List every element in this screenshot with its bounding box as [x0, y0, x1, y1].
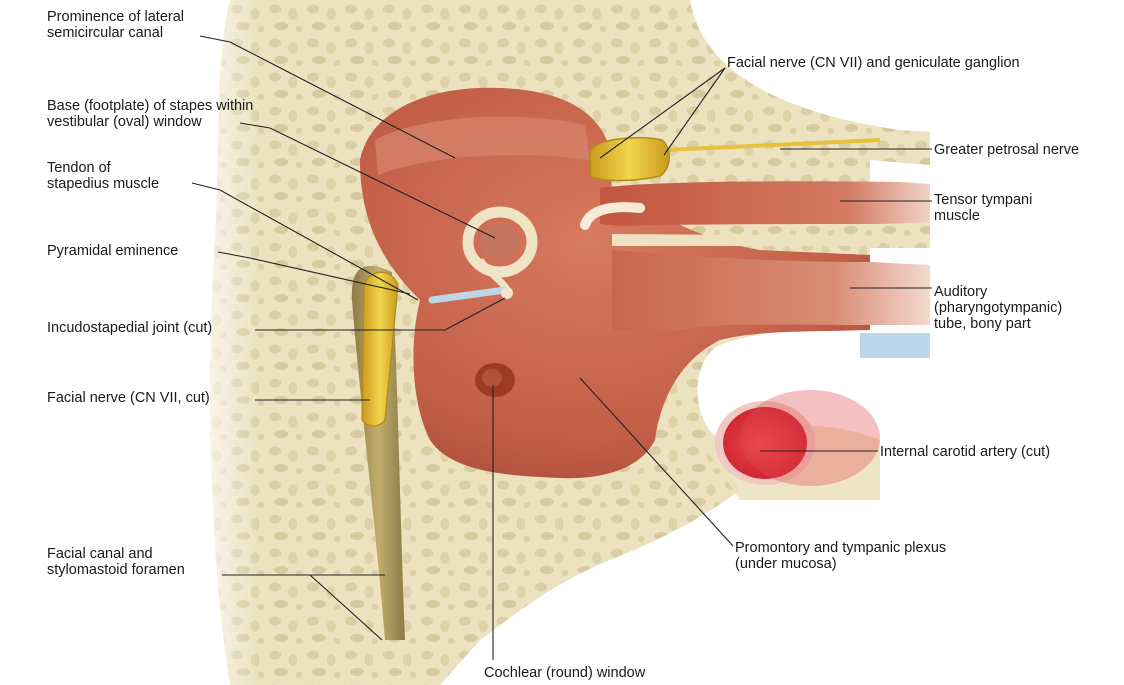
label-tensor-tympani: Tensor tympani muscle [934, 192, 1032, 224]
label-incudostapedial-joint: Incudostapedial joint (cut) [47, 320, 212, 336]
label-promontory: Promontory and tympanic plexus (under mu… [735, 540, 946, 572]
label-greater-petrosal: Greater petrosal nerve [934, 142, 1079, 158]
label-internal-carotid: Internal carotid artery (cut) [880, 444, 1050, 460]
label-facial-geniculate: Facial nerve (CN VII) and geniculate gan… [727, 55, 1020, 71]
auditory-tube [612, 250, 930, 330]
label-stapedius-tendon: Tendon of stapedius muscle [47, 160, 159, 192]
tensor-tympani [600, 181, 930, 226]
label-facial-nerve-cut: Facial nerve (CN VII, cut) [47, 390, 210, 406]
label-lateral-canal: Prominence of lateral semicircular canal [47, 9, 184, 41]
label-pyramidal-eminence: Pyramidal eminence [47, 243, 178, 259]
label-facial-canal: Facial canal and stylomastoid foramen [47, 546, 185, 578]
label-stapes-base: Base (footplate) of stapes within vestib… [47, 98, 253, 130]
label-cochlear-window: Cochlear (round) window [484, 665, 645, 681]
label-auditory-tube: Auditory (pharyngotympanic) tube, bony p… [934, 284, 1062, 332]
geniculate-ganglion [590, 138, 669, 181]
